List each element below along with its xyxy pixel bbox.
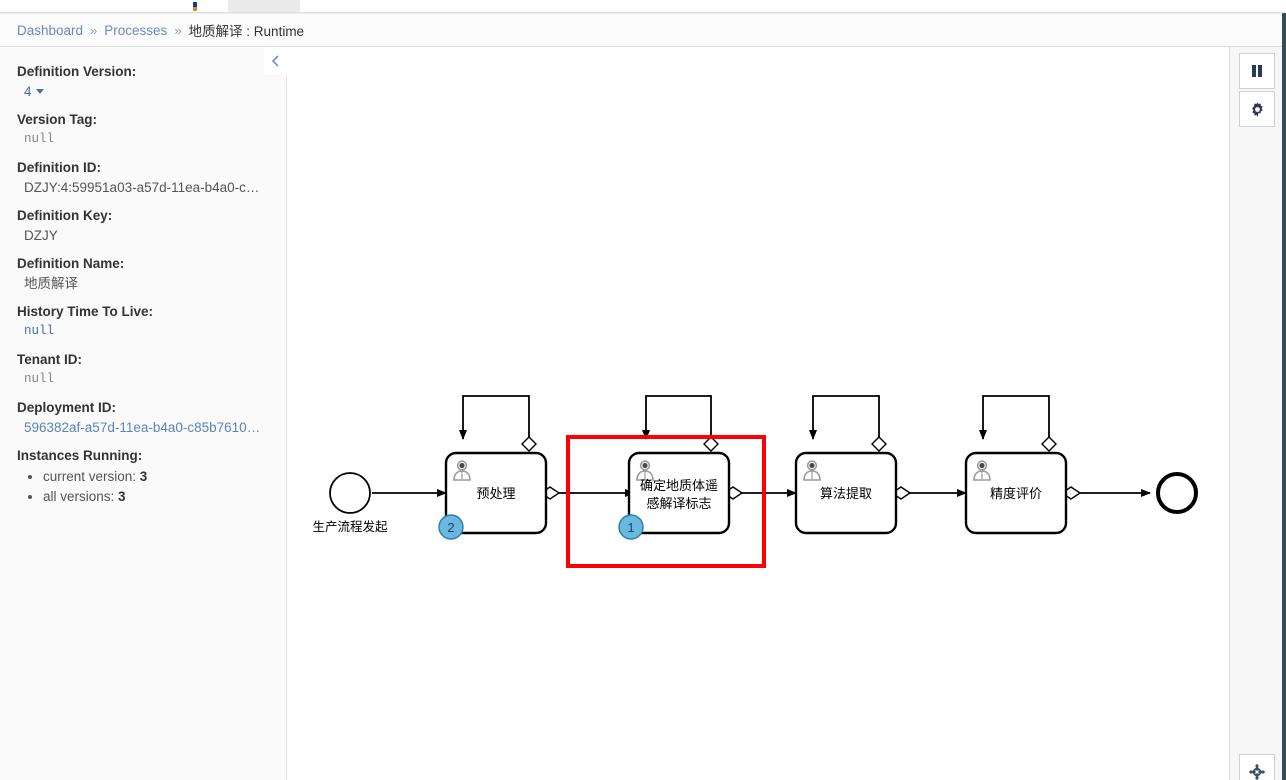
property-deployment-id: Deployment ID: 596382af-a57d-11ea-b4a0-c… [17,399,270,436]
property-instances-running: Instances Running: current version: 3 al… [17,447,270,507]
list-item: all versions: 3 [43,487,270,507]
property-label: Version Tag: [17,112,98,127]
user-task-icon [453,460,471,481]
deployment-id-value[interactable]: 596382af-a57d-11ea-b4a0-c85b7610… [24,420,261,435]
user-task-icon [803,460,821,481]
bpmn-task-accuracy-eval[interactable]: 精度评价 [964,451,1068,535]
instances-all-versions-label: all versions: [43,489,119,504]
window-edge-strip [1282,0,1286,780]
task-instance-badge[interactable]: 2 [438,514,464,540]
user-task-icon [636,460,654,481]
definition-key-value: DZJY [24,228,58,243]
breadcrumb-separator: » [90,22,98,38]
badge-count: 2 [447,520,454,535]
pause-icon [1252,65,1262,77]
definition-version-select[interactable]: 4 [17,83,270,100]
recenter-icon [1248,763,1266,780]
task-label: 算法提取 [820,486,872,502]
user-task-icon [973,460,991,481]
instances-all-versions-count: 3 [118,489,126,504]
property-history-ttl: History Time To Live: null [17,303,270,340]
selection-highlight [566,435,766,568]
bpmn-start-event[interactable]: 生产流程发起 [312,472,388,534]
property-definition-version: Definition Version: 4 [17,63,270,100]
loopback-preprocess [459,395,537,452]
property-label: Definition Key: [17,208,113,223]
property-label: History Time To Live: [17,304,154,319]
task-label-line2: 感解译标志 [646,496,711,512]
chevron-left-icon [271,55,279,67]
recenter-button[interactable] [1239,754,1275,780]
breadcrumb-item-current: 地质解译 : Runtime [188,24,305,39]
task-instance-badge[interactable]: 1 [618,514,644,540]
definition-version-value: 4 [24,84,32,99]
browser-tab-inactive[interactable] [228,0,300,14]
bpmn-task-algorithm-extract[interactable]: 算法提取 [794,451,898,535]
list-item: current version: 3 [43,467,270,487]
property-version-tag: Version Tag: null [17,111,270,148]
definition-id-value: DZJY:4:59951a03-a57d-11ea-b4a0-c… [24,180,260,195]
loopback-accuracy [979,395,1057,452]
pause-button[interactable] [1239,53,1275,89]
property-tenant-id: Tenant ID: null [17,351,270,388]
property-label: Instances Running: [17,448,143,463]
property-label: Definition Version: [17,64,137,79]
chevron-down-icon [35,89,44,94]
breadcrumb-item-dashboard[interactable]: Dashboard [17,22,84,38]
task-label: 预处理 [476,487,515,502]
property-definition-id: Definition ID: DZJY:4:59951a03-a57d-11ea… [17,159,270,196]
gear-icon [1251,101,1263,117]
property-label: Definition ID: [17,160,101,175]
definition-name-value: 地质解译 [24,276,78,291]
property-label: Tenant ID: [17,352,82,367]
property-definition-name: Definition Name: 地质解译 [17,255,270,292]
history-ttl-value[interactable]: null [24,324,55,338]
version-tag-value: null [24,132,55,146]
browser-strip-divider [0,12,1286,14]
breadcrumb-item-processes[interactable]: Processes [104,22,168,38]
tenant-id-value: null [24,372,55,386]
start-event-label: 生产流程发起 [312,519,388,534]
browser-tab-strip [0,0,1286,14]
instances-current-version-label: current version: [43,469,140,484]
property-label: Deployment ID: [17,400,117,415]
property-definition-key: Definition Key: DZJY [17,207,270,244]
breadcrumb-separator: » [174,22,182,38]
settings-button[interactable] [1239,91,1275,127]
diagram-toolbar [1229,47,1282,780]
instances-current-version-count: 3 [139,469,148,484]
bpmn-task-preprocess[interactable]: 预处理 2 [438,451,548,540]
bpmn-task-identify-marks[interactable]: 确定地质体遥 感解译标志 1 [566,435,766,568]
badge-count: 1 [627,520,634,535]
instances-running-list: current version: 3 all versions: 3 [17,467,270,507]
breadcrumb: Dashboard » Processes » 地质解译 : Runtime [0,14,1286,47]
task-label: 精度评价 [990,486,1042,502]
task-label-line1: 确定地质体遥 [640,479,718,494]
property-label: Definition Name: [17,256,125,271]
favicon-icon [193,2,197,11]
definition-properties-sidebar: Definition Version: 4 Version Tag: null … [0,47,287,780]
loopback-algorithm [809,395,887,452]
loopback-identify [642,395,719,452]
bpmn-diagram-canvas[interactable]: 生产流程发起 预处理 2 [288,47,1229,780]
bpmn-svg: 生产流程发起 预处理 2 [312,395,1198,568]
window-edge-top [1282,0,1286,13]
bpmn-end-event[interactable] [1156,472,1198,514]
sidebar-collapse-button[interactable] [264,47,287,75]
